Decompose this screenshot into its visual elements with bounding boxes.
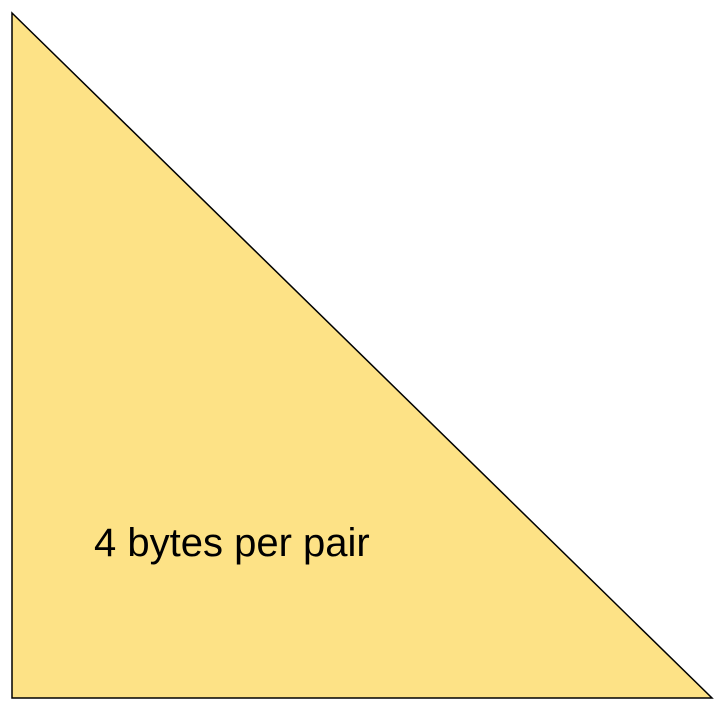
triangle-label: 4 bytes per pair: [94, 521, 370, 565]
triangle-shape: [11, 11, 714, 699]
